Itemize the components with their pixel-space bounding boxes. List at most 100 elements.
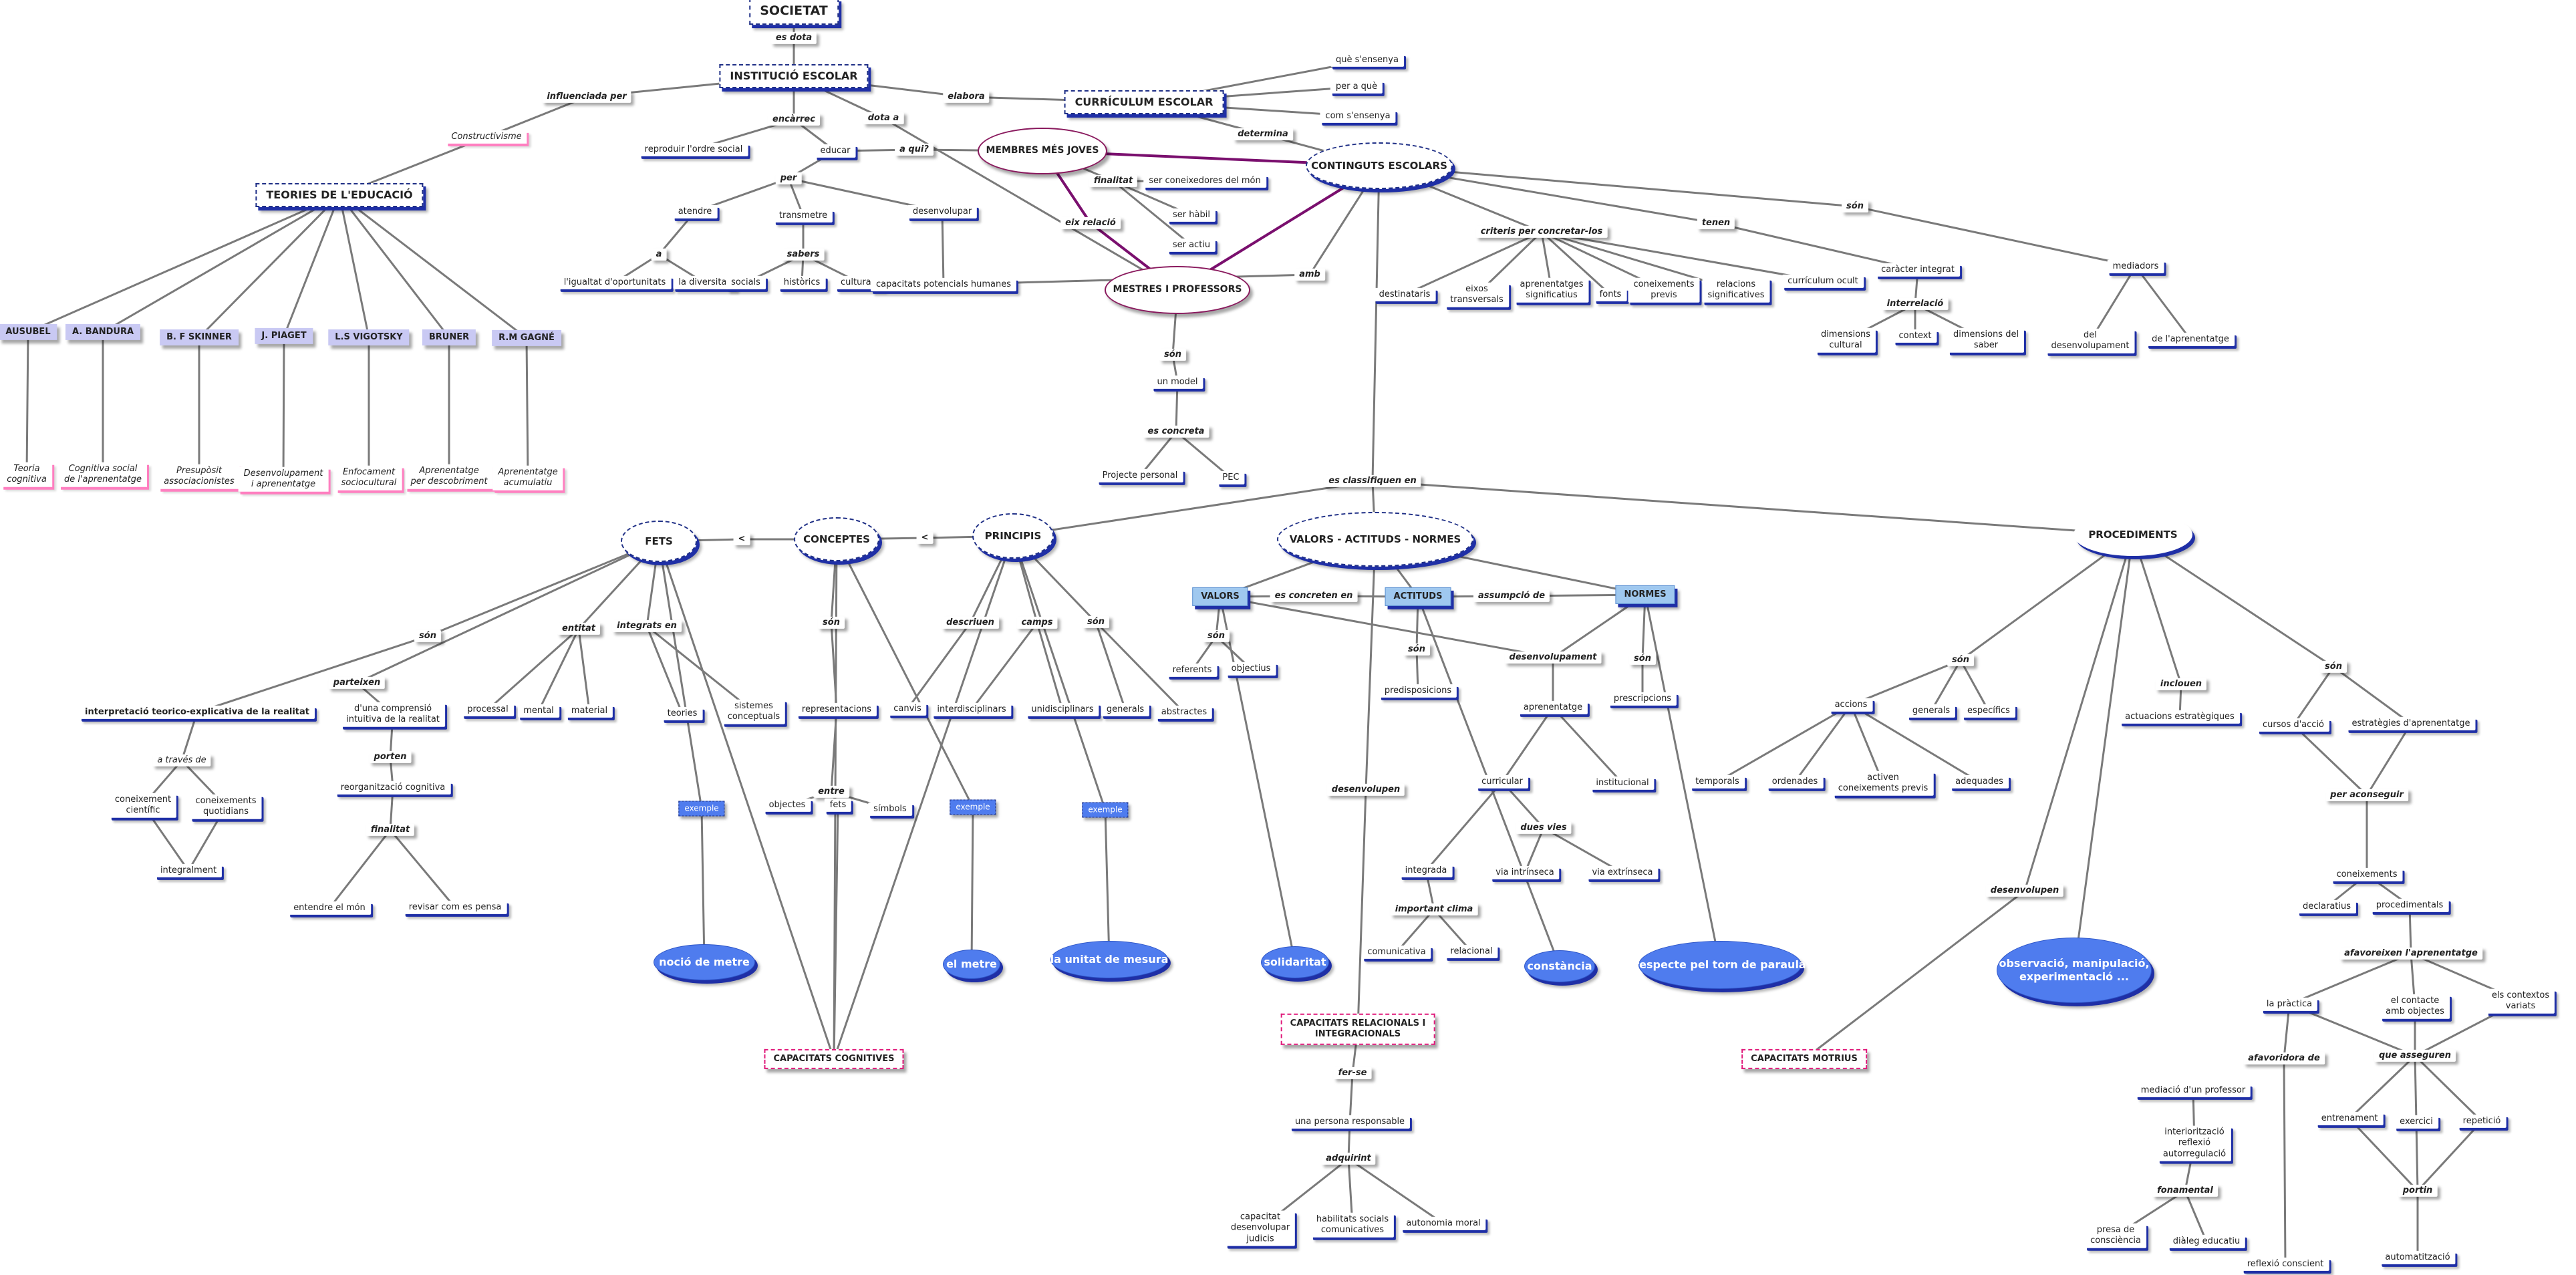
node-sistemes-conceptuals[interactable]: sistemes conceptuals [722, 699, 786, 724]
node-interdisciplinars[interactable]: interdisciplinars [932, 702, 1012, 717]
node-representacions[interactable]: representacions [796, 702, 877, 717]
highlight-nocio-metre[interactable]: noció de metre [654, 944, 755, 980]
theory-bruner[interactable]: Aprenentatge per descobriment [405, 464, 493, 489]
node-capacitats-potencials[interactable]: capacitats potencials humanes [870, 277, 1017, 292]
node-mediacio-professor[interactable]: mediació d'un professor [2135, 1083, 2251, 1098]
node-mediadors[interactable]: mediadors [2107, 259, 2164, 274]
highlight-constancia[interactable]: constància [1524, 950, 1595, 982]
node-adequades[interactable]: adequades [1950, 774, 2009, 789]
node-entrenament[interactable]: entrenament [2315, 1111, 2384, 1126]
node-objectius[interactable]: objectius [1226, 662, 1276, 676]
node-autonomia-moral[interactable]: autonomia moral [1401, 1216, 1486, 1231]
node-capacitats-motrius[interactable]: CAPACITATS MOTRIUS [1741, 1048, 1867, 1070]
node-curriculum-ocult[interactable]: currículum ocult [1782, 274, 1864, 289]
node-institucional[interactable]: institucional [1590, 776, 1655, 791]
highlight-el-metre[interactable]: el metre [943, 950, 1000, 979]
node-caracter-integrat[interactable]: caràcter integrat [1876, 263, 1960, 277]
node-desenvolupar[interactable]: desenvolupar [907, 204, 978, 219]
node-prescripcions[interactable]: prescripcions [1608, 692, 1677, 706]
node-relacional[interactable]: relacional [1445, 944, 1498, 959]
node-institucio-escolar[interactable]: INSTITUCIÓ ESCOLAR [719, 64, 869, 88]
node-automatitzacio[interactable]: automatització [2380, 1250, 2456, 1265]
node-objectes[interactable]: objectes [763, 798, 811, 813]
node-comunicativa[interactable]: comunicativa [1362, 945, 1431, 960]
node-persona-responsable[interactable]: una persona responsable [1289, 1115, 1411, 1129]
node-reproduir-ordre-social[interactable]: reproduir l'ordre social [639, 142, 748, 157]
node-actituds[interactable]: ACTITUDS [1385, 587, 1451, 607]
node-habilitats-socials[interactable]: habilitats socials comunicatives [1310, 1212, 1395, 1238]
node-mestres-professors[interactable]: MESTRES I PROFESSORS [1105, 266, 1250, 314]
theory-piaget[interactable]: Desenvolupament i aprenentatge [238, 466, 329, 492]
node-relacions-significatives[interactable]: relacions significatives [1702, 277, 1770, 303]
node-reflexio-conscient[interactable]: reflexió conscient [2241, 1257, 2329, 1272]
node-historics[interactable]: històrics [778, 275, 826, 290]
node-revisar-com-es-pensa[interactable]: revisar com es pensa [403, 900, 507, 915]
node-de-aprenentatge[interactable]: de l'aprenentatge [2146, 332, 2235, 347]
node-especifics[interactable]: específics [1962, 704, 2015, 718]
theorist-ausubel[interactable]: AUSUBEL [0, 323, 57, 341]
node-que-ensenya[interactable]: què s'ensenya [1330, 53, 1404, 67]
node-coneixements-previs[interactable]: coneixements previs [1628, 277, 1700, 303]
highlight-solidaritat[interactable]: solidaritat [1261, 946, 1329, 978]
example-tag-1[interactable]: exemple [678, 801, 725, 817]
node-simbols[interactable]: símbols [868, 802, 912, 817]
node-fets-leaf[interactable]: fets [824, 798, 852, 813]
node-declaratius[interactable]: declaratius [2297, 899, 2357, 914]
node-com-ensenya[interactable]: com s'ensenya [1320, 109, 1396, 124]
node-procediments[interactable]: PROCEDIMENTS [2073, 513, 2192, 556]
node-referents[interactable]: referents [1167, 663, 1218, 678]
node-accions[interactable]: accions [1829, 698, 1873, 712]
node-fonts[interactable]: fonts [1594, 287, 1627, 302]
highlight-unitat-mesura[interactable]: la unitat de mesura [1050, 941, 1168, 978]
node-fets[interactable]: FETS [621, 521, 697, 562]
node-dimensions-saber[interactable]: dimensions del saber [1947, 327, 2025, 353]
node-continguts-escolars[interactable]: CONTINGUTS ESCOLARS [1306, 142, 1453, 189]
node-actuacions-estrategiques[interactable]: actuacions estratègiques [2120, 710, 2240, 724]
node-activen-coneixements[interactable]: activen coneixements previs [1832, 770, 1934, 796]
node-per-a-que[interactable]: per a què [1330, 80, 1383, 94]
node-mental[interactable]: mental [518, 704, 559, 718]
theorist-gagne[interactable]: R.M GAGNÉ [492, 329, 561, 347]
node-coneixements[interactable]: coneixements [2331, 867, 2403, 882]
node-entendre-mon[interactable]: entendre el món [288, 901, 371, 915]
node-socials[interactable]: socials [726, 275, 766, 290]
node-material[interactable]: material [565, 704, 613, 718]
node-canvis[interactable]: canvis [888, 702, 927, 716]
node-del-desenvolupament[interactable]: del desenvolupament [2045, 328, 2135, 353]
node-transmetre[interactable]: transmetre [773, 208, 833, 223]
node-destinataris[interactable]: destinataris [1373, 287, 1436, 302]
node-capacitats-relacionals[interactable]: CAPACITATS RELACIONALS I INTEGRACIONALS [1280, 1013, 1435, 1045]
theory-skinner[interactable]: Presupòsit associacionistes [158, 464, 240, 489]
node-diversitat[interactable]: la diversitat [673, 275, 736, 290]
node-capacitats-cognitives[interactable]: CAPACITATS COGNITIVES [764, 1048, 904, 1070]
theorist-vigotsky[interactable]: L.S VIGOTSKY [328, 329, 410, 346]
theory-gagne[interactable]: Aprenentatge acumulatiu [492, 465, 563, 490]
theory-vigotsky[interactable]: Enfocament sociocultural [335, 465, 402, 490]
highlight-respecte-torn-paraula[interactable]: respecte pel torn de paraula [1634, 941, 1806, 989]
node-un-model[interactable]: un model [1151, 375, 1203, 390]
node-generals[interactable]: generals [1101, 702, 1150, 717]
node-els-contextos[interactable]: els contextos variats [2486, 988, 2555, 1014]
node-integralment[interactable]: integralment [154, 863, 223, 878]
node-normes[interactable]: NORMES [1615, 585, 1675, 605]
theorist-skinner[interactable]: B. F SKINNER [160, 329, 239, 346]
node-repeticio[interactable]: repetició [2457, 1114, 2507, 1129]
node-procedimentals[interactable]: procedimentals [2370, 898, 2449, 913]
node-ser-actiu[interactable]: ser actiu [1167, 238, 1216, 253]
node-unidisciplinars[interactable]: unidisciplinars [1026, 702, 1099, 717]
node-valors-actituds-normes[interactable]: VALORS - ACTITUDS - NORMES [1277, 512, 1473, 567]
node-educar[interactable]: educar [815, 144, 856, 158]
node-atendre[interactable]: atendre [672, 204, 718, 219]
node-ordenades[interactable]: ordenades [1766, 774, 1824, 789]
node-valors[interactable]: VALORS [1192, 587, 1248, 607]
node-ser-coneixedores[interactable]: ser coneixedores del món [1143, 174, 1266, 188]
node-interioritzacio[interactable]: interiorització reflexió autorregulació [2157, 1125, 2232, 1161]
highlight-observacio-manipulacio[interactable]: observació, manipulació, experimentació … [1997, 938, 2152, 1003]
node-aprenentatge[interactable]: aprenentatge [1518, 700, 1588, 715]
node-teories[interactable]: teories [662, 706, 703, 721]
theorist-bandura[interactable]: A. BANDURA [65, 323, 141, 341]
node-curricular[interactable]: curricular [1476, 774, 1528, 789]
node-interpretacio[interactable]: interpretació teorico-explicativa de la … [79, 705, 315, 720]
node-presa-consciencia[interactable]: presa de consciència [2085, 1223, 2146, 1248]
node-abstractes[interactable]: abstractes [1155, 705, 1213, 720]
